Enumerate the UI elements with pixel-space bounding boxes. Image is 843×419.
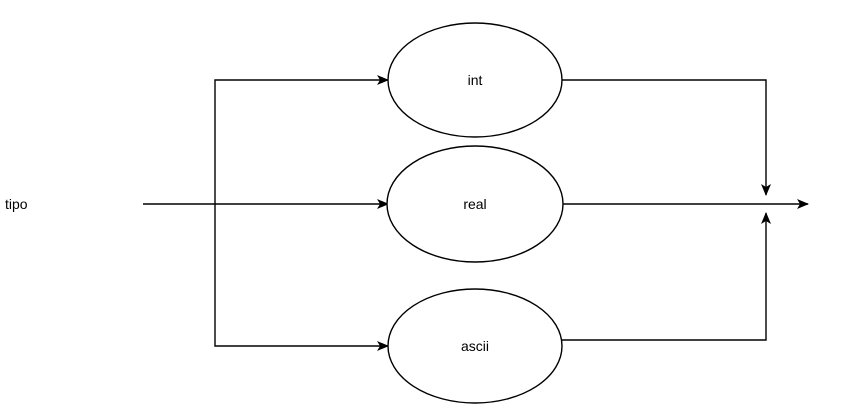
node-int: int: [387, 22, 563, 138]
edge-int-to-exit: [562, 79, 771, 196]
node-ascii: ascii: [387, 288, 563, 404]
node-ascii-label: ascii: [461, 338, 489, 354]
node-int-shape: [387, 22, 563, 138]
node-real-shape: [386, 145, 564, 263]
rule-name-label: tipo: [5, 196, 28, 212]
node-real-label: real: [463, 196, 486, 212]
node-real: real: [386, 145, 564, 263]
edge-ascii-to-exit: [562, 212, 771, 341]
edge-tipo-to-int: [214, 75, 389, 204]
edge-tipo-to-ascii: [214, 204, 389, 351]
node-ascii-shape: [387, 288, 563, 404]
node-int-label: int: [468, 72, 483, 88]
